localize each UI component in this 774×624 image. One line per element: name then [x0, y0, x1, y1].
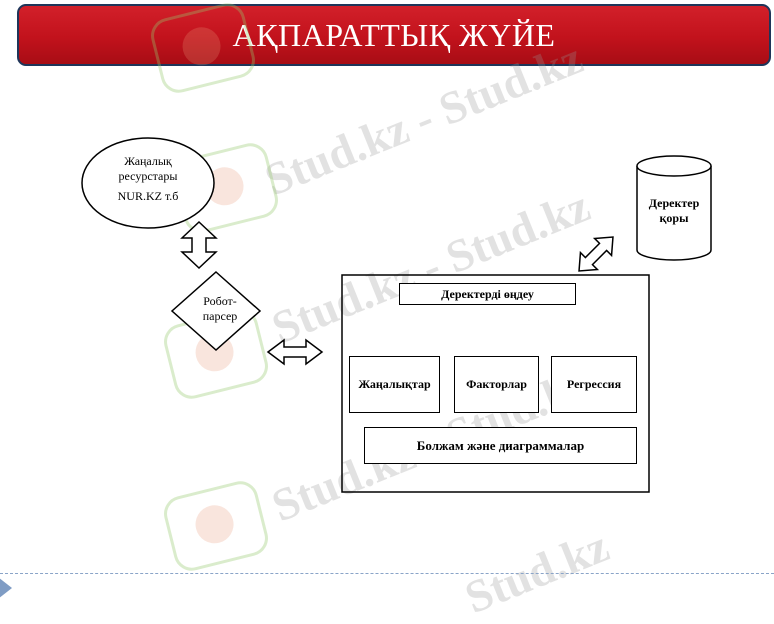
system-frame	[341, 274, 650, 493]
robot-parser-line1: Робот-	[203, 294, 237, 308]
factors-box: Факторлар	[454, 356, 539, 413]
data-processing-box: Деректерді өңдеу	[399, 283, 576, 305]
regression-box: Регрессия	[551, 356, 637, 413]
forecast-box: Болжам және диаграммалар	[364, 427, 637, 464]
database-line2: қоры	[659, 211, 689, 225]
database-line1: Деректер	[648, 196, 700, 210]
database-cylinder	[636, 155, 712, 261]
robot-parser-line2: парсер	[202, 309, 238, 323]
footer-divider	[0, 573, 774, 574]
news-box: Жаңалықтар	[349, 356, 440, 413]
news-resources-ellipse	[81, 137, 215, 229]
news-resources-label: Жаңалық ресурстары NUR.KZ т.б	[98, 154, 198, 204]
slide-nav-arrow-icon[interactable]	[0, 577, 12, 599]
horizontal-double-arrow-icon	[266, 338, 324, 366]
diagonal-double-arrow-icon	[578, 236, 614, 272]
robot-parser-diamond	[170, 270, 262, 352]
diagram-shapes	[81, 137, 712, 493]
slide-title: АҚПАРАТТЫҚ ЖҮЙЕ	[17, 4, 771, 66]
news-resources-line3: NUR.KZ т.б	[117, 189, 179, 203]
robot-parser-label: Робот- парсер	[190, 294, 250, 324]
news-resources-line2: ресурстары	[118, 169, 178, 183]
database-label: Деректер қоры	[638, 196, 710, 226]
news-resources-line1: Жаңалық	[124, 154, 172, 168]
vertical-double-arrow-icon	[180, 220, 218, 270]
